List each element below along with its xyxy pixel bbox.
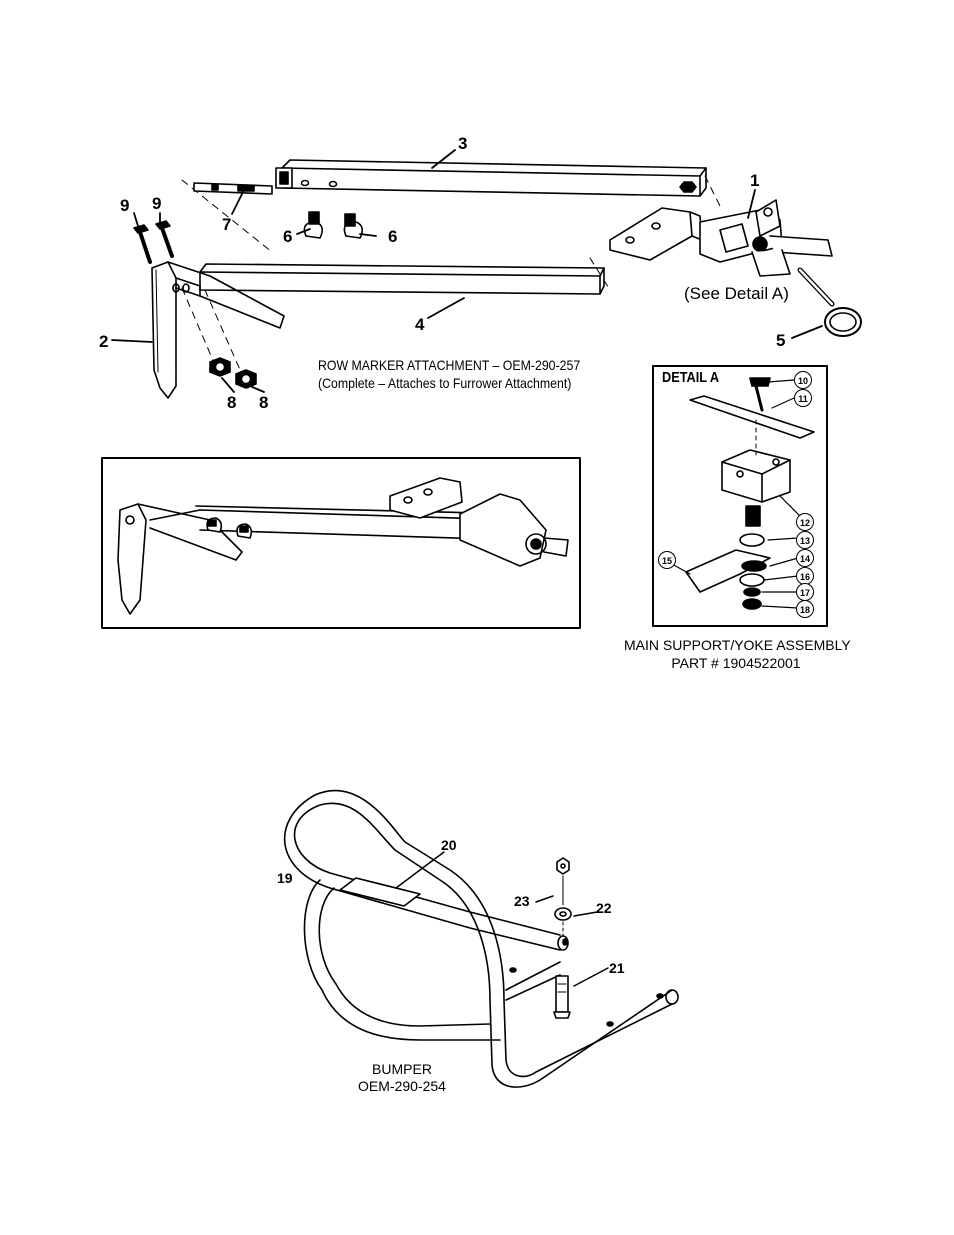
callout-10: 10	[794, 371, 812, 389]
callout-17: 17	[796, 583, 814, 601]
yoke-bracket-1	[610, 200, 832, 276]
callout-15: 15	[658, 551, 676, 569]
bumper-caption-line2: OEM-290-254	[332, 1077, 472, 1095]
callout-11: 11	[794, 389, 812, 407]
callout-3: 3	[458, 135, 467, 152]
callout-14: 14	[796, 549, 814, 567]
callout-1: 1	[750, 172, 759, 189]
callout-12: 12	[796, 513, 814, 531]
row-marker-caption-line2: (Complete – Attaches to Furrower Attachm…	[318, 374, 571, 392]
bumper-tube-19	[285, 791, 678, 1088]
knobs-6	[304, 212, 362, 238]
callout-23: 23	[514, 894, 530, 908]
callout-7: 7	[222, 216, 231, 233]
tube-3	[276, 160, 706, 196]
callout-22: 22	[596, 901, 612, 915]
callout-18: 18	[796, 600, 814, 618]
bumper-caption-line1: BUMPER	[332, 1060, 472, 1078]
nuts-8	[210, 358, 256, 388]
tube-4	[200, 264, 604, 294]
callout-2: 2	[99, 333, 108, 350]
bolts-9	[134, 221, 172, 262]
row-marker-caption-line1: ROW MARKER ATTACHMENT – OEM-290-257	[318, 356, 580, 374]
callout-8-right: 8	[259, 394, 268, 411]
callout-21: 21	[609, 961, 625, 975]
callout-20: 20	[441, 838, 457, 852]
bumper-hardware	[554, 858, 571, 1018]
callout-13: 13	[796, 531, 814, 549]
detail-a-title: DETAIL A	[662, 369, 719, 386]
pin-5	[800, 270, 861, 336]
callout-19: 19	[277, 871, 293, 885]
callout-6-right: 6	[388, 228, 397, 245]
callout-5: 5	[776, 332, 785, 349]
callout-6-left: 6	[283, 228, 292, 245]
callout-8-left: 8	[227, 394, 236, 411]
callout-9-left: 9	[120, 197, 129, 214]
detail-a-caption-line1: MAIN SUPPORT/YOKE ASSEMBLY	[624, 636, 848, 654]
detail-a-caption-line2: PART # 1904522001	[624, 654, 848, 672]
see-detail-a-note: (See Detail A)	[684, 285, 789, 302]
callout-4: 4	[415, 316, 424, 333]
callout-9-right: 9	[152, 195, 161, 212]
insert-part-7	[194, 183, 272, 194]
